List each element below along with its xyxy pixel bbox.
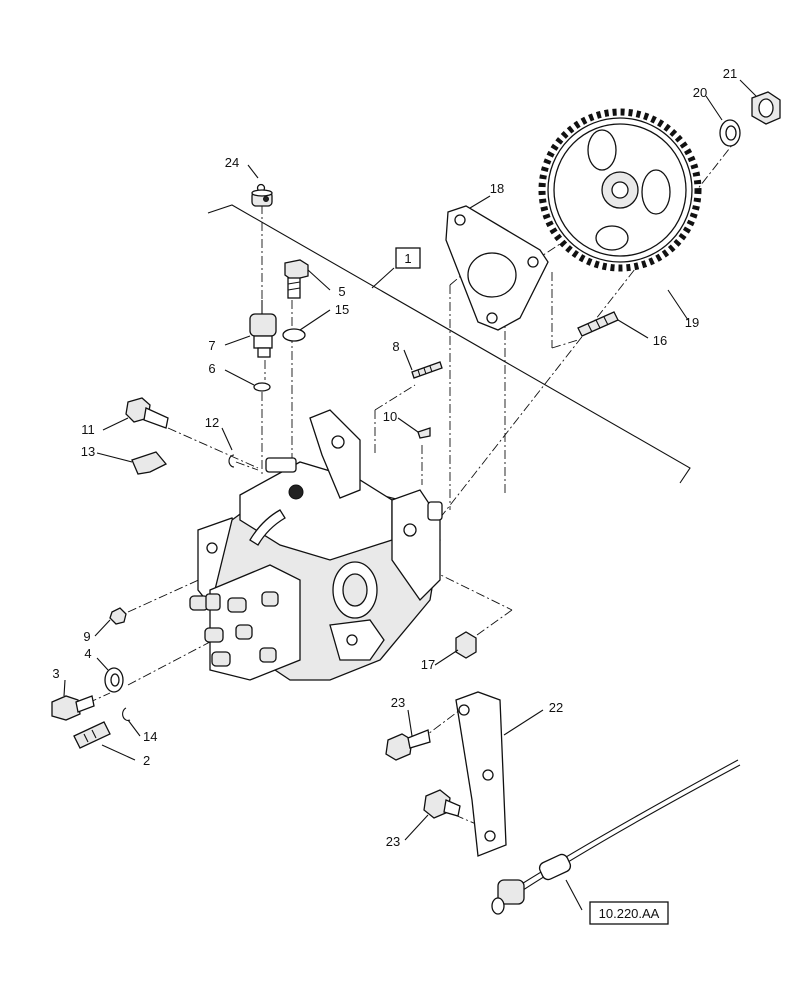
reference-link[interactable]: 10.220.AA — [599, 906, 660, 921]
callout-20: 20 — [693, 85, 707, 100]
callout-22: 22 — [549, 700, 563, 715]
callout-8: 8 — [392, 339, 399, 354]
callout-3: 3 — [52, 666, 59, 681]
callout-4: 4 — [84, 646, 91, 661]
callout-15: 15 — [335, 302, 349, 317]
callout-7: 7 — [208, 338, 215, 353]
callout-23-lower: 23 — [386, 834, 400, 849]
part-22-bracket — [455, 691, 507, 857]
part-15-ring — [282, 328, 306, 342]
callout-21: 21 — [723, 66, 737, 81]
callout-16: 16 — [653, 333, 667, 348]
part-23-bolt-lower — [423, 789, 461, 819]
part-6-o-ring — [253, 382, 271, 392]
callout-9: 9 — [83, 629, 90, 644]
callout-24: 24 — [225, 155, 239, 170]
callout-23-upper: 23 — [391, 695, 405, 710]
throttle-cable — [491, 759, 741, 915]
pump-head-outlets — [189, 564, 301, 681]
callout-labels: 1 2 3 4 5 6 7 8 9 10 11 12 13 14 15 16 1… — [52, 66, 737, 925]
assembly-bracket — [207, 204, 691, 484]
part-3-bolt — [51, 695, 95, 721]
callout-14: 14 — [143, 729, 157, 744]
part-13-plate — [131, 451, 168, 475]
callout-12: 12 — [205, 415, 219, 430]
part-18-gasket — [445, 205, 549, 331]
callout-10: 10 — [383, 409, 397, 424]
part-9-nut — [109, 607, 127, 625]
part-14-clip — [122, 707, 131, 721]
callout-5: 5 — [338, 284, 345, 299]
callout-2: 2 — [143, 753, 150, 768]
part-2-stud — [73, 721, 111, 749]
callout-13: 13 — [81, 444, 95, 459]
part-10-key — [417, 427, 431, 439]
callout-6: 6 — [208, 361, 215, 376]
callout-11: 11 — [81, 422, 95, 437]
part-8-stud — [411, 361, 443, 379]
part-17-nut — [455, 631, 477, 659]
part-12-clip — [228, 454, 235, 468]
callout-17: 17 — [421, 657, 435, 672]
part-23-bolt-upper — [385, 729, 431, 761]
callout-19: 19 — [685, 315, 699, 330]
callout-leaders — [63, 79, 757, 911]
callout-1: 1 — [404, 251, 411, 266]
part-19-gear — [538, 108, 702, 272]
callout-18: 18 — [490, 181, 504, 196]
reference-box[interactable] — [589, 901, 669, 925]
part-7-solenoid — [249, 300, 277, 358]
part-5-bolt — [284, 259, 309, 299]
part-24-cap-nut — [251, 183, 273, 207]
part-21-nut — [751, 91, 781, 125]
callout-1-box — [395, 247, 421, 269]
part-11-banjo-bolt — [125, 397, 169, 429]
